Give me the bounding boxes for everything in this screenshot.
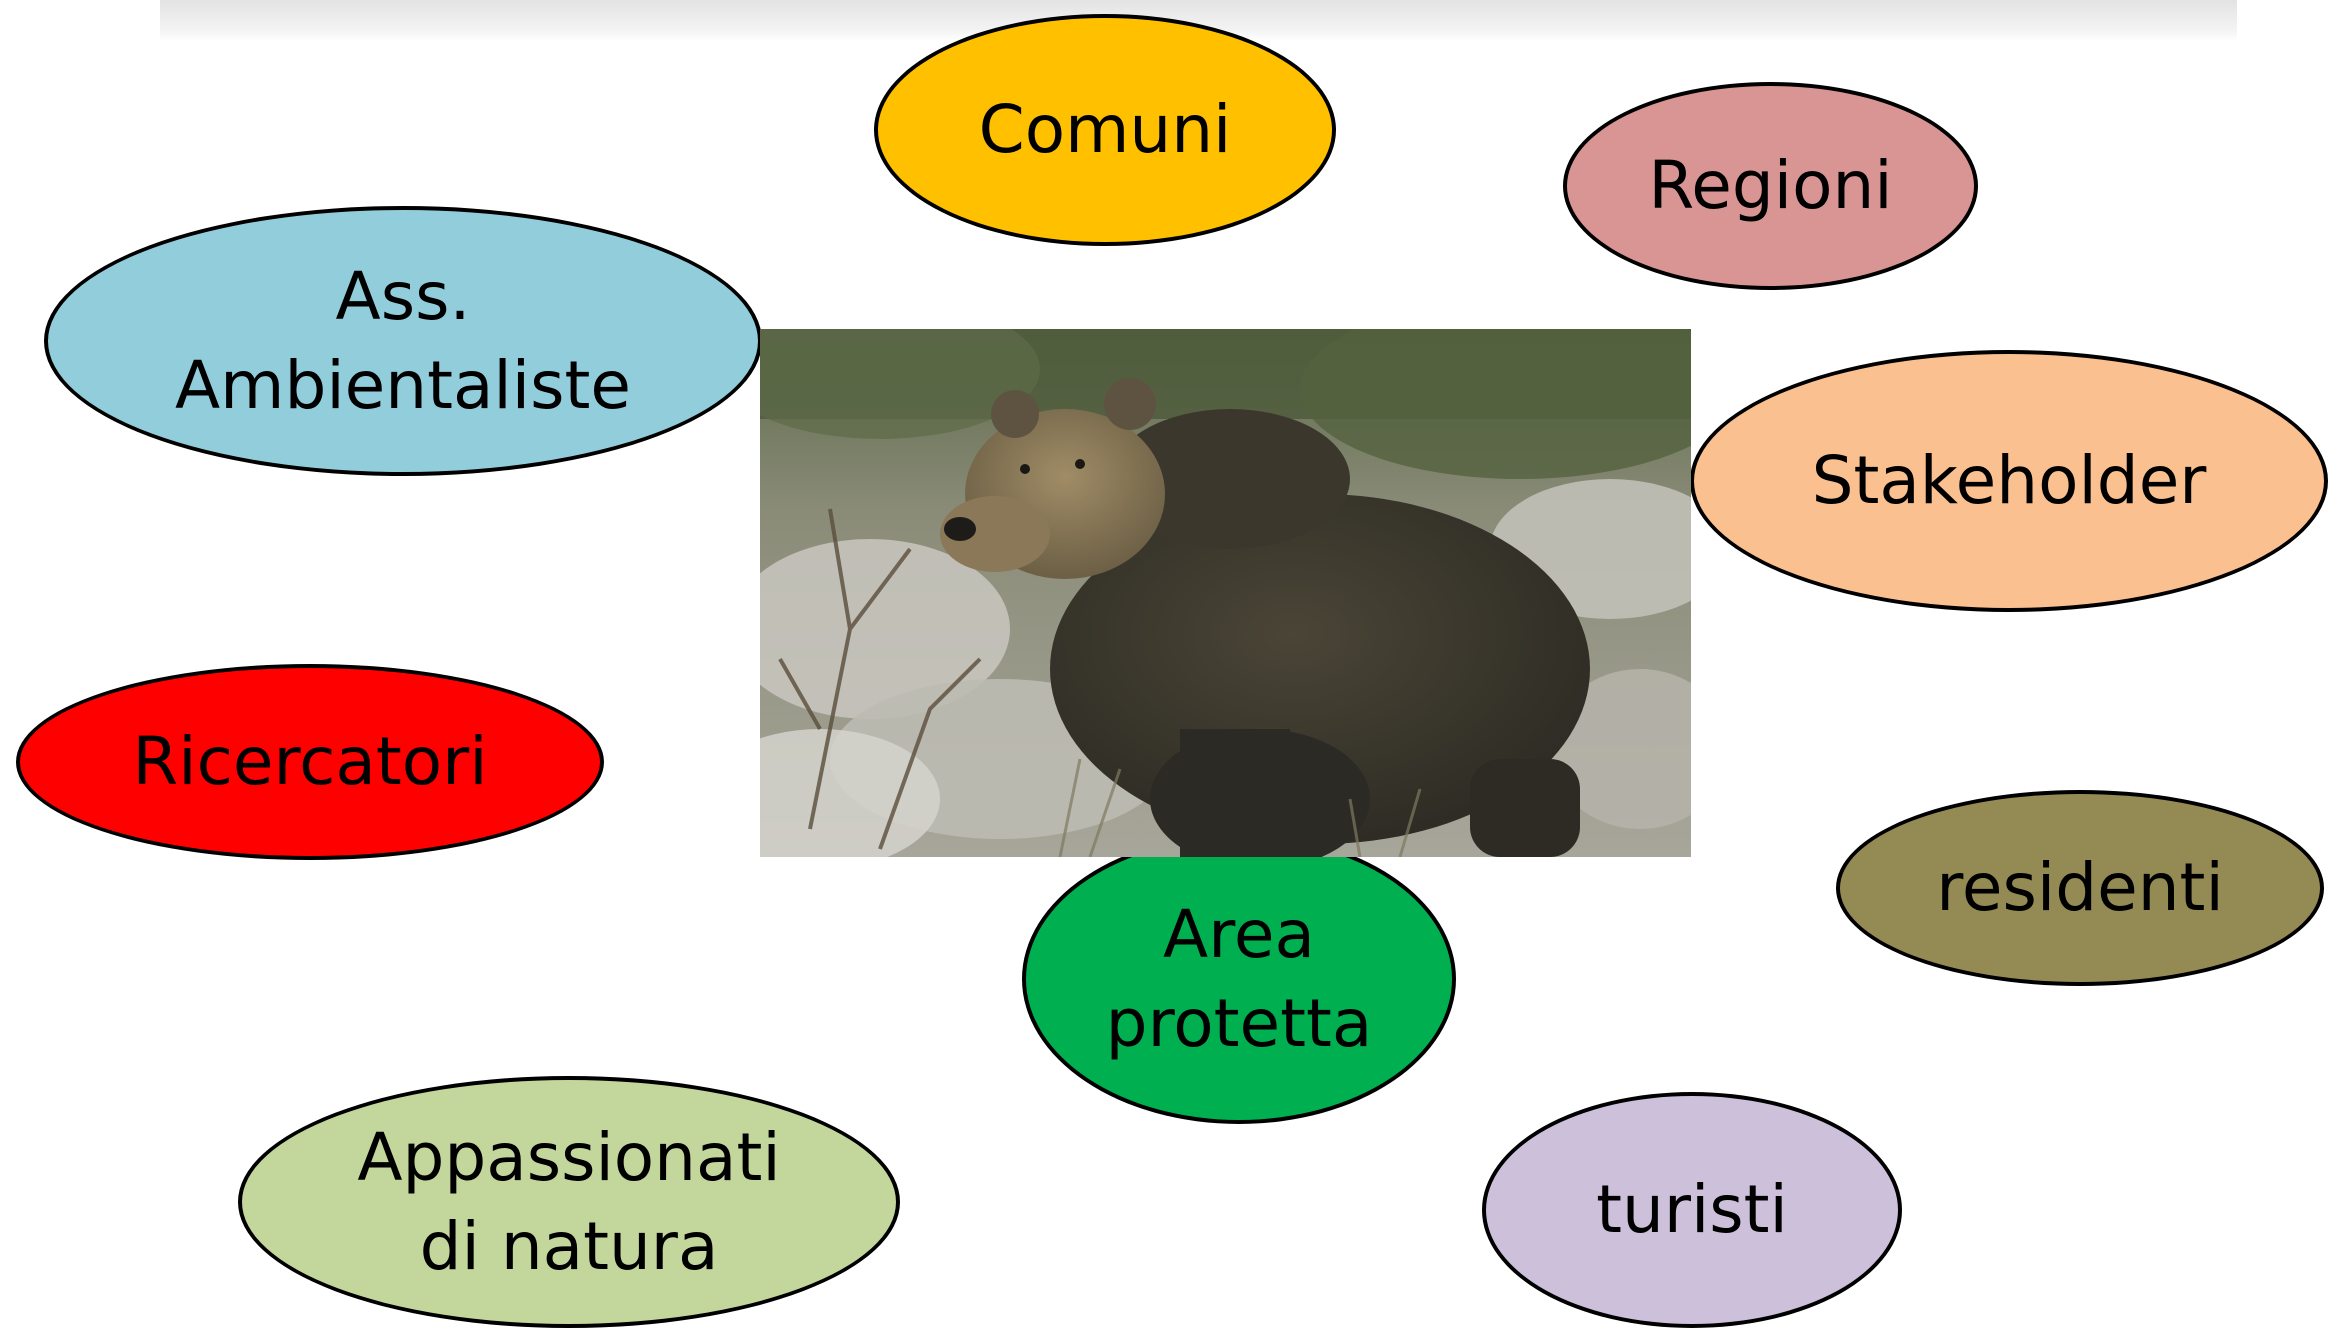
node-ricercatori-label: Ricercatori <box>132 717 487 806</box>
bear-illustration <box>760 329 1691 857</box>
node-appassionati-line2: di natura <box>420 1202 719 1291</box>
node-area-protetta: Area protetta <box>1022 834 1456 1124</box>
node-stakeholder-label: Stakeholder <box>1812 436 2207 525</box>
node-appassionati-line1: Appassionati <box>357 1113 780 1202</box>
node-comuni-label: Comuni <box>979 85 1232 174</box>
node-area-protetta-line2: protetta <box>1106 979 1373 1068</box>
node-ass-ambientaliste: Ass. Ambientaliste <box>44 206 762 476</box>
node-stakeholder: Stakeholder <box>1690 350 2328 612</box>
node-turisti: turisti <box>1482 1092 1902 1328</box>
node-comuni: Comuni <box>874 14 1336 246</box>
node-ass-ambientaliste-line2: Ambientaliste <box>175 341 631 430</box>
node-residenti: residenti <box>1836 790 2324 986</box>
bear-photo <box>760 329 1691 857</box>
node-ricercatori: Ricercatori <box>16 664 604 860</box>
node-regioni-label: Regioni <box>1648 141 1892 230</box>
node-turisti-label: turisti <box>1596 1165 1788 1254</box>
node-residenti-label: residenti <box>1936 843 2224 932</box>
node-ass-ambientaliste-line1: Ass. <box>336 252 471 341</box>
node-appassionati: Appassionati di natura <box>238 1076 900 1328</box>
node-area-protetta-line1: Area <box>1163 890 1315 979</box>
node-regioni: Regioni <box>1563 82 1978 290</box>
